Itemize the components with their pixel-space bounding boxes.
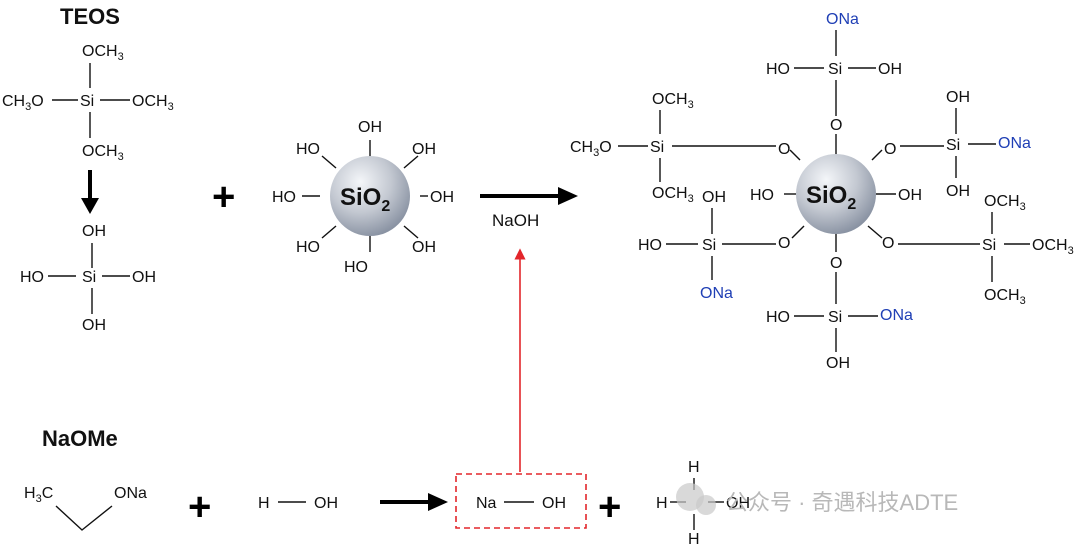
product-structure: SiO2 O O O HO OH O O O ONa HO Si OH OCH3… <box>570 11 1074 372</box>
svg-text:HO: HO <box>296 141 320 158</box>
svg-text:OCH3: OCH3 <box>652 91 694 111</box>
silica-sphere: SiO2 OH HO OH HO OH HO OH HO <box>272 119 454 276</box>
svg-text:OCH3: OCH3 <box>984 193 1026 213</box>
svg-text:OH: OH <box>412 141 436 158</box>
och3-top: OCH3 <box>82 43 124 63</box>
svg-text:OH: OH <box>946 89 970 106</box>
product-sio2-sphere <box>796 154 876 234</box>
svg-text:ONa: ONa <box>880 307 913 324</box>
svg-text:H: H <box>688 459 700 476</box>
svg-text:Si: Si <box>650 139 664 156</box>
teos-label: TEOS <box>60 4 120 29</box>
svg-text:O: O <box>830 255 842 272</box>
svg-text:OH: OH <box>878 61 902 78</box>
ch3o-left: CH3O <box>2 93 44 113</box>
svg-text:OCH3: OCH3 <box>652 185 694 205</box>
svg-text:Si: Si <box>828 309 842 326</box>
svg-text:OH: OH <box>898 187 922 204</box>
svg-text:HO: HO <box>20 269 44 286</box>
svg-text:HO: HO <box>296 239 320 256</box>
plus-sign-3: + <box>598 485 621 529</box>
reaction-arrow <box>480 187 578 205</box>
svg-text:CH3O: CH3O <box>570 139 612 159</box>
svg-text:H: H <box>688 531 700 546</box>
svg-text:Si: Si <box>946 137 960 154</box>
svg-text:ONa: ONa <box>998 135 1031 152</box>
svg-text:OCH3: OCH3 <box>1032 237 1074 257</box>
svg-text:OH: OH <box>314 495 338 512</box>
svg-text:Na: Na <box>476 495 497 512</box>
svg-text:OH: OH <box>82 317 106 334</box>
svg-text:OH: OH <box>826 355 850 372</box>
sodium-methoxide-molecule: H3C ONa <box>24 485 147 531</box>
naoh-highlight-box: Na OH <box>455 473 587 529</box>
svg-text:OH: OH <box>542 495 566 512</box>
svg-text:O: O <box>830 117 842 134</box>
och3-right: OCH3 <box>132 93 174 113</box>
svg-text:H: H <box>258 495 270 512</box>
svg-text:O: O <box>884 141 896 158</box>
product-sio2-label: SiO2 <box>806 182 856 213</box>
svg-text:H3C: H3C <box>24 485 53 505</box>
teos-molecule: OCH3 CH3O Si OCH3 OCH3 <box>2 43 174 163</box>
svg-text:O: O <box>778 141 790 158</box>
svg-text:OCH3: OCH3 <box>984 287 1026 307</box>
svg-text:Si: Si <box>702 237 716 254</box>
svg-text:HO: HO <box>638 237 662 254</box>
svg-text:HO: HO <box>344 259 368 276</box>
watermark-text: 公众号 · 奇遇科技ADTE <box>726 490 958 515</box>
och3-bottom: OCH3 <box>82 143 124 163</box>
svg-text:OH: OH <box>132 269 156 286</box>
svg-text:HO: HO <box>750 187 774 204</box>
watermark: 公众号 · 奇遇科技ADTE <box>676 483 958 515</box>
naome-label: NaOMe <box>42 426 118 451</box>
svg-text:O: O <box>778 235 790 252</box>
svg-text:Si: Si <box>828 61 842 78</box>
silicic-acid-molecule: OH HO Si OH OH <box>20 223 156 334</box>
svg-text:Si: Si <box>982 237 996 254</box>
plus-sign-2: + <box>188 485 211 529</box>
svg-text:HO: HO <box>272 189 296 206</box>
svg-text:OH: OH <box>702 189 726 206</box>
naoh-catalyst-label: NaOH <box>492 211 539 230</box>
svg-text:ONa: ONa <box>114 485 147 502</box>
bottom-reaction-arrow <box>380 493 448 511</box>
sio2-sphere <box>330 156 410 236</box>
svg-text:OH: OH <box>412 239 436 256</box>
svg-text:OH: OH <box>358 119 382 136</box>
hydrolysis-arrow <box>81 170 99 214</box>
teos-si: Si <box>80 93 94 110</box>
svg-text:HO: HO <box>766 309 790 326</box>
svg-text:OH: OH <box>430 189 454 206</box>
svg-text:OH: OH <box>82 223 106 240</box>
svg-text:OH: OH <box>946 183 970 200</box>
plus-sign: + <box>212 175 235 219</box>
svg-text:Si: Si <box>82 269 96 286</box>
svg-text:HO: HO <box>766 61 790 78</box>
svg-text:O: O <box>882 235 894 252</box>
svg-text:OH: OH <box>726 495 750 512</box>
svg-text:H: H <box>656 495 668 512</box>
water-molecule: H OH <box>258 495 338 512</box>
svg-text:ONa: ONa <box>700 285 733 302</box>
sio2-label: SiO2 <box>340 184 390 215</box>
svg-text:ONa: ONa <box>826 11 859 28</box>
